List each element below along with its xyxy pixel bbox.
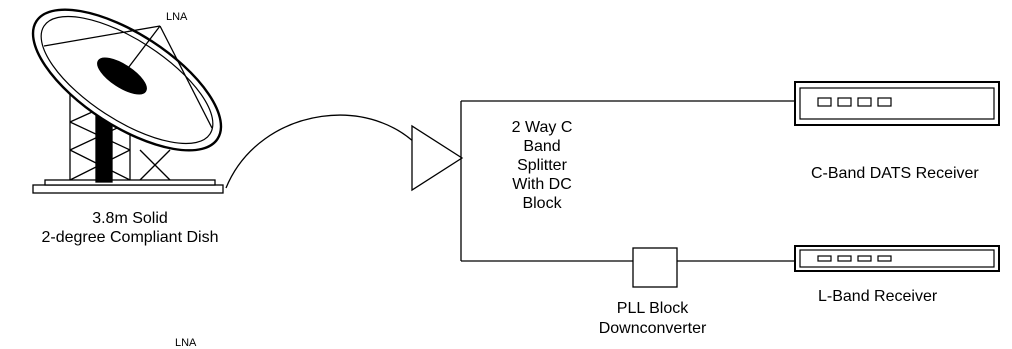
feed-strut — [43, 25, 161, 47]
splitter-label-line1: 2 Way C — [511, 119, 573, 136]
feed-strut — [121, 25, 161, 77]
dish-base-plate — [32, 184, 224, 194]
splitter-label-line5: Block — [522, 195, 562, 212]
l-band-receiver-label: L-Band Receiver — [818, 288, 938, 305]
downconverter-label: PLL Block Downconverter — [580, 299, 725, 339]
receiver-indicator — [817, 97, 832, 107]
dish-base-top — [44, 179, 216, 186]
receiver-indicator — [837, 255, 852, 262]
splitter-label-line4: With DC — [512, 176, 572, 193]
splitter-label: 2 Way C Band Splitter With DC Block — [492, 118, 592, 213]
receiver-indicator — [857, 255, 872, 262]
receiver-indicator — [857, 97, 872, 107]
satellite-dish — [31, 8, 224, 194]
receiver-indicator — [837, 97, 852, 107]
downconverter-label-line2: Downconverter — [598, 320, 707, 337]
c-band-receiver — [794, 81, 1000, 126]
receiver-indicator — [877, 97, 892, 107]
dish-caption-line2: 2-degree Compliant Dish — [41, 229, 219, 246]
splitter-label-line2: Band — [523, 138, 561, 155]
lna-label: LNA — [166, 11, 188, 23]
downconverter-label-line1: PLL Block — [616, 300, 689, 317]
splitter-triangle — [411, 124, 464, 192]
wiring — [460, 100, 797, 262]
coax-cable — [225, 114, 429, 189]
dish-caption-line1: 3.8m Solid — [92, 210, 168, 227]
dish-caption: 3.8m Solid 2-degree Compliant Dish — [0, 211, 260, 246]
receiver-indicator — [877, 255, 892, 262]
downconverter-box — [632, 247, 678, 288]
l-band-receiver — [794, 245, 1000, 272]
receiver-indicator — [817, 255, 832, 262]
splitter-label-line3: Splitter — [517, 157, 567, 174]
lna-label-cropped: LNA — [175, 337, 197, 349]
c-band-receiver-label: C-Band DATS Receiver — [811, 165, 979, 182]
feed-strut — [159, 25, 213, 129]
